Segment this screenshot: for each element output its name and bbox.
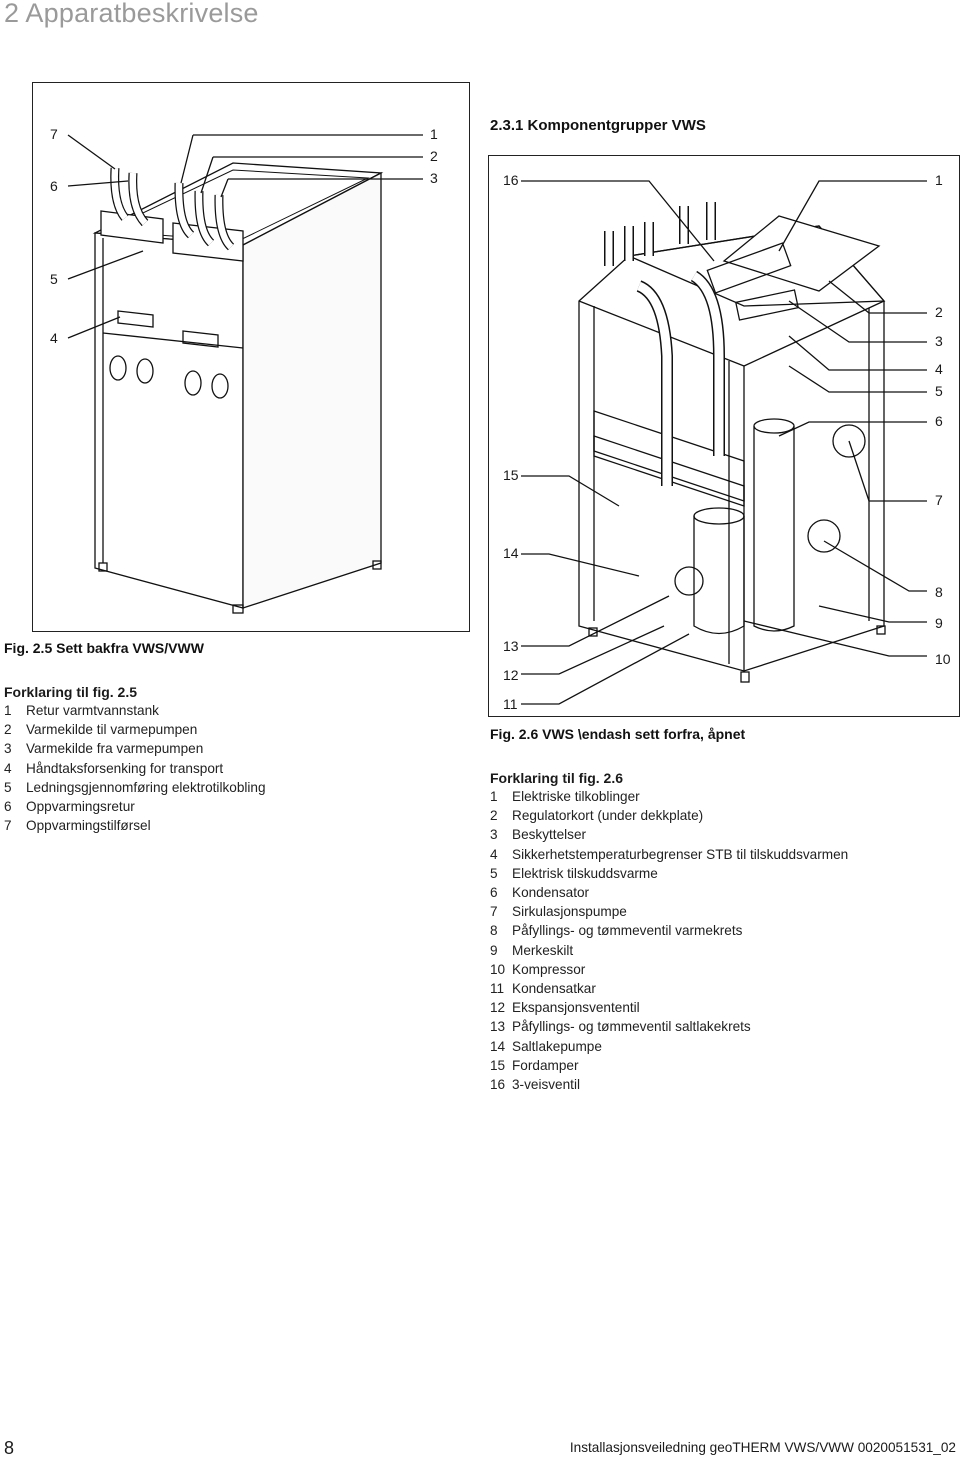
section-title: 2.3.1 Komponentgrupper VWS	[490, 117, 706, 134]
callout-9-right: 9	[935, 615, 943, 631]
callout-4: 4	[50, 330, 58, 346]
legend-title-2-6: Forklaring til fig. 2.6	[490, 770, 624, 786]
callout-5-right: 5	[935, 383, 943, 399]
callout-6-right: 6	[935, 413, 943, 429]
figure-caption-2-6: Fig. 2.6 VWS \endash sett forfra, åpnet	[490, 726, 746, 742]
legend-title-2-5: Forklaring til fig. 2.5	[4, 684, 138, 700]
chapter-heading: 2 Apparatbeskrivelse	[4, 0, 259, 28]
callout-3: 3	[430, 170, 438, 186]
callout-14: 14	[503, 545, 519, 561]
callout-16: 16	[503, 172, 519, 188]
document-id: Installasjonsveiledning geoTHERM VWS/VWW…	[569, 1440, 956, 1455]
callout-3-right: 3	[935, 333, 943, 349]
page-number: 8	[4, 1438, 15, 1458]
heat-pump-rear-illustration	[67, 134, 423, 614]
callout-13: 13	[503, 638, 519, 654]
figure-caption-2-5: Fig. 2.5 Sett bakfra VWS/VWW	[4, 640, 204, 656]
callout-7: 7	[50, 126, 58, 142]
callout-8-right: 8	[935, 584, 943, 600]
callout-2-right: 2	[935, 304, 943, 320]
figure-front-open	[488, 155, 960, 717]
callout-1-right: 1	[935, 172, 943, 188]
callout-1: 1	[430, 126, 438, 142]
callout-5: 5	[50, 271, 58, 287]
callout-6: 6	[50, 178, 58, 194]
callout-7-right: 7	[935, 492, 943, 508]
callout-4-right: 4	[935, 361, 943, 377]
figure-rear-view	[32, 82, 470, 632]
callout-2: 2	[430, 148, 438, 164]
callout-12: 12	[503, 667, 519, 683]
callout-15: 15	[503, 467, 519, 483]
callout-11: 11	[503, 696, 518, 712]
callout-10-right: 10	[935, 651, 951, 667]
heat-pump-open-illustration	[521, 180, 927, 705]
